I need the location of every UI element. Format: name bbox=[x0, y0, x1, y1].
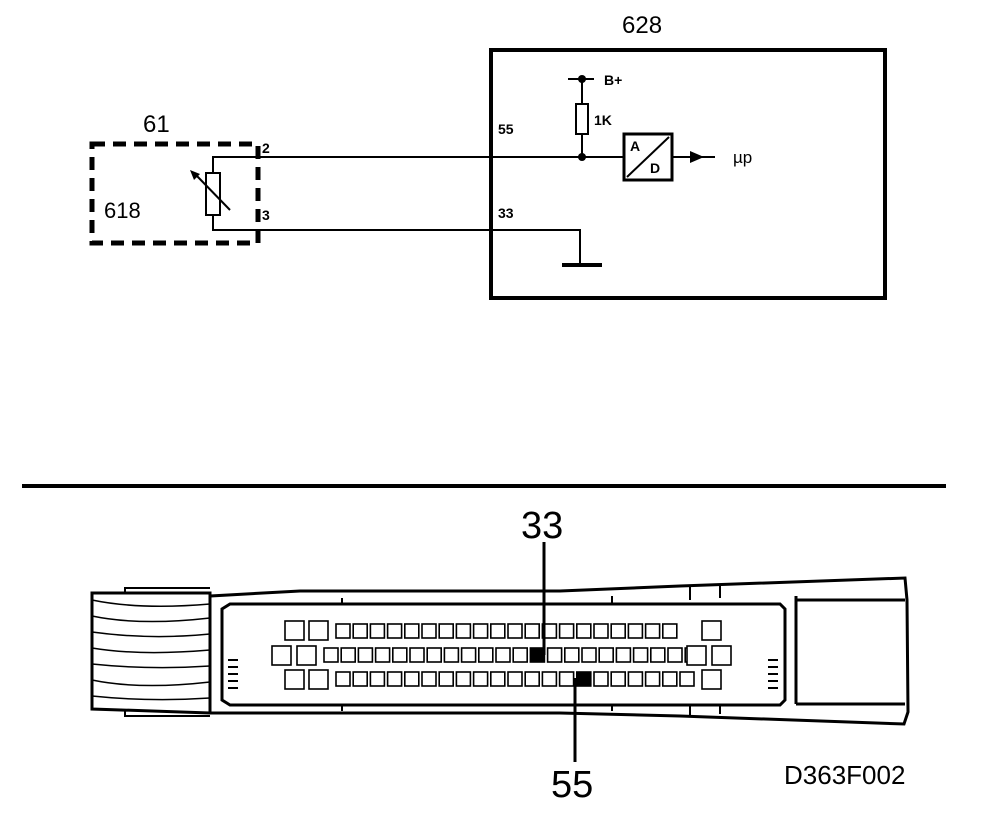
connector-pin bbox=[541, 671, 558, 687]
figure-code: D363F002 bbox=[784, 760, 905, 790]
connector-pin-large bbox=[308, 669, 329, 690]
connector-pin bbox=[340, 647, 357, 663]
connector-pin bbox=[472, 623, 489, 639]
connector-pin bbox=[489, 671, 506, 687]
output-arrow-icon bbox=[672, 151, 715, 163]
ecu-pin-33-label: 33 bbox=[498, 205, 514, 221]
ecu-label: 628 bbox=[622, 12, 662, 39]
connector-pin bbox=[598, 647, 615, 663]
connector-pin bbox=[593, 671, 609, 687]
connector-pin bbox=[426, 647, 443, 663]
connector-pin bbox=[391, 647, 408, 663]
connector-pin-large bbox=[686, 645, 707, 666]
connector-pin bbox=[610, 671, 627, 687]
connector-pin bbox=[386, 623, 403, 639]
connector-pin bbox=[472, 671, 489, 687]
connector-pin bbox=[644, 671, 661, 687]
connector-pin bbox=[512, 647, 529, 663]
adc-label-d: D bbox=[650, 160, 660, 176]
connector-pin bbox=[593, 623, 609, 639]
ecu-pin-55-label: 55 bbox=[498, 121, 514, 137]
connector-pin bbox=[661, 671, 678, 687]
connector-pin bbox=[403, 623, 420, 639]
connector-pin bbox=[455, 623, 472, 639]
connector-pin bbox=[627, 671, 644, 687]
sensor-dashed-box bbox=[89, 141, 261, 246]
connector-pin-large bbox=[308, 620, 329, 641]
sensor-pin-2-label: 2 bbox=[262, 140, 270, 156]
connector-pin-55 bbox=[575, 671, 592, 687]
callout-55-label: 55 bbox=[551, 764, 593, 806]
connector-pin-large bbox=[296, 645, 317, 666]
connector-pin bbox=[335, 671, 351, 687]
connector-pin bbox=[403, 671, 420, 687]
resistor-label: 1K bbox=[594, 112, 612, 128]
connector-pin bbox=[546, 647, 563, 663]
sensor-label: 618 bbox=[104, 198, 141, 223]
connector-pin bbox=[443, 647, 460, 663]
connector-pin bbox=[649, 647, 666, 663]
variable-resistor-icon bbox=[190, 156, 258, 231]
connector-pin bbox=[524, 671, 541, 687]
connector-pin bbox=[460, 647, 477, 663]
connector-pin bbox=[632, 647, 649, 663]
connector-pin bbox=[661, 623, 678, 639]
connector-pin bbox=[644, 623, 661, 639]
adc-label-a: A bbox=[630, 138, 640, 154]
connector-pin bbox=[558, 671, 575, 687]
connector-pin bbox=[409, 647, 425, 663]
connector-pin bbox=[369, 671, 386, 687]
connector-pin bbox=[421, 623, 437, 639]
connector-pin bbox=[386, 671, 403, 687]
sensor-pin-3-label: 3 bbox=[262, 207, 270, 223]
ground-wire bbox=[258, 229, 581, 264]
adc-output-label: µp bbox=[733, 148, 752, 167]
connector-pin bbox=[477, 647, 494, 663]
ecu-box bbox=[489, 48, 887, 300]
connector-pin bbox=[489, 623, 506, 639]
connector-pin bbox=[352, 671, 369, 687]
supply-label: B+ bbox=[604, 72, 622, 88]
connector-pin-grid bbox=[271, 620, 732, 690]
connector-pin-large bbox=[284, 620, 305, 641]
connector-pin bbox=[507, 623, 523, 639]
connector-pin bbox=[541, 623, 558, 639]
connector-pin bbox=[323, 647, 339, 663]
connector-pin-large bbox=[284, 669, 305, 690]
connector-pin bbox=[679, 671, 695, 687]
connector-pin bbox=[575, 623, 592, 639]
connector-pin bbox=[495, 647, 511, 663]
connector-housing bbox=[90, 576, 910, 726]
connector-pin bbox=[615, 647, 632, 663]
connector-pin bbox=[438, 623, 455, 639]
callout-33-label: 33 bbox=[521, 505, 563, 547]
connector-pin-large bbox=[701, 669, 722, 690]
connector-pin bbox=[558, 623, 575, 639]
connector-pin bbox=[524, 623, 541, 639]
connector-pin bbox=[369, 623, 386, 639]
connector-pin bbox=[357, 647, 374, 663]
connector-pin bbox=[335, 623, 351, 639]
connector-pin-large bbox=[701, 620, 722, 641]
connector-pin bbox=[421, 671, 437, 687]
connector-pin bbox=[610, 623, 627, 639]
connector-pin bbox=[438, 671, 455, 687]
connector-pin bbox=[374, 647, 391, 663]
sensor-group-label: 61 bbox=[143, 111, 170, 138]
connector-pin bbox=[563, 647, 580, 663]
connector-pin-large bbox=[271, 645, 292, 666]
connector-pin bbox=[627, 623, 644, 639]
connector-pin-33 bbox=[529, 647, 546, 663]
connector-pin bbox=[581, 647, 597, 663]
pullup-circuit bbox=[568, 75, 594, 161]
connector-pin bbox=[455, 671, 472, 687]
connector-pin bbox=[507, 671, 523, 687]
connector-pin-large bbox=[711, 645, 732, 666]
connector-pin bbox=[667, 647, 683, 663]
connector-pin bbox=[352, 623, 369, 639]
adc-block bbox=[622, 132, 674, 182]
